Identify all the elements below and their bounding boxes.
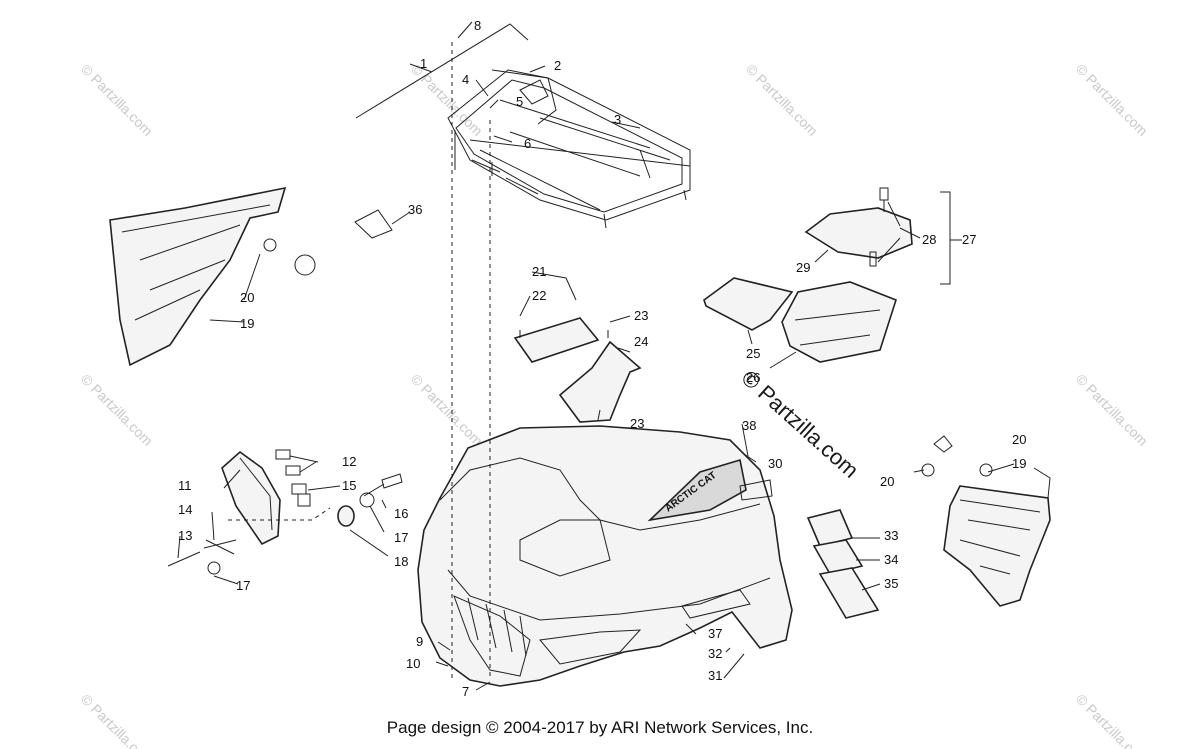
callout-20: 20 bbox=[880, 474, 894, 489]
callout-16: 16 bbox=[394, 506, 408, 521]
callout-23: 23 bbox=[634, 308, 648, 323]
callout-34: 34 bbox=[884, 552, 898, 567]
callout-18: 18 bbox=[394, 554, 408, 569]
callout-26: 26 bbox=[746, 370, 760, 385]
headlight-11 bbox=[221, 450, 281, 546]
callout-7: 7 bbox=[462, 684, 469, 699]
page-footer: Page design © 2004-2017 by ARI Network S… bbox=[386, 718, 814, 737]
callout-8: 8 bbox=[474, 18, 481, 33]
callout-22: 22 bbox=[532, 288, 546, 303]
callout-35: 35 bbox=[884, 576, 898, 591]
callout-19: 19 bbox=[240, 316, 254, 331]
leader-lines bbox=[177, 21, 1051, 691]
callout-33: 33 bbox=[884, 528, 898, 543]
right-flap bbox=[921, 435, 1051, 607]
watermark: © Partzilla.com bbox=[743, 61, 821, 139]
callout-13: 13 bbox=[178, 528, 192, 543]
callout-27: 27 bbox=[962, 232, 976, 247]
decal-36 bbox=[354, 209, 411, 239]
callout-25: 25 bbox=[746, 346, 760, 361]
callout-21: 21 bbox=[532, 264, 546, 279]
left-flap bbox=[109, 186, 316, 367]
callout-17: 17 bbox=[394, 530, 408, 545]
callout-4: 4 bbox=[462, 72, 469, 87]
watermark: © Partzilla.com bbox=[78, 61, 156, 139]
callout-15: 15 bbox=[342, 478, 356, 493]
callout-38: 38 bbox=[742, 418, 756, 433]
callout-20: 20 bbox=[1012, 432, 1026, 447]
watermark: © Partzilla.com bbox=[1073, 61, 1151, 139]
callout-3: 3 bbox=[614, 112, 621, 127]
callout-23: 23 bbox=[630, 416, 644, 431]
front-body: ARCTIC CAT bbox=[417, 425, 793, 687]
decals-33-35 bbox=[806, 509, 880, 619]
callout-17: 17 bbox=[236, 578, 250, 593]
callout-32: 32 bbox=[708, 646, 722, 661]
watermark: © Partzilla.com bbox=[408, 61, 486, 139]
callout-28: 28 bbox=[922, 232, 936, 247]
callout-24: 24 bbox=[634, 334, 648, 349]
callout-10: 10 bbox=[406, 656, 420, 671]
panel-21-24 bbox=[513, 317, 642, 423]
callout-5: 5 bbox=[516, 94, 523, 109]
callout-9: 9 bbox=[416, 634, 423, 649]
storage-parts bbox=[703, 187, 913, 363]
callouts: 1 2 3 4 5 6 7 8 9 10 11 12 13 14 15 16 1… bbox=[178, 18, 1026, 699]
watermark: © Partzilla.com bbox=[1073, 371, 1151, 449]
callout-31: 31 bbox=[708, 668, 722, 683]
callout-14: 14 bbox=[178, 502, 192, 517]
callout-19: 19 bbox=[1012, 456, 1026, 471]
fasteners-left bbox=[167, 449, 403, 575]
watermark: © Partzilla.com bbox=[408, 371, 486, 449]
watermark: © Partzilla.com bbox=[78, 371, 156, 449]
callout-36: 36 bbox=[408, 202, 422, 217]
callout-20: 20 bbox=[240, 290, 254, 305]
callout-2: 2 bbox=[554, 58, 561, 73]
callout-12: 12 bbox=[342, 454, 356, 469]
callout-37: 37 bbox=[708, 626, 722, 641]
front-rack bbox=[447, 69, 691, 229]
callout-11: 11 bbox=[178, 478, 192, 493]
callout-1: 1 bbox=[420, 56, 427, 71]
callout-30: 30 bbox=[768, 456, 782, 471]
callout-29: 29 bbox=[796, 260, 810, 275]
callout-6: 6 bbox=[524, 136, 531, 151]
